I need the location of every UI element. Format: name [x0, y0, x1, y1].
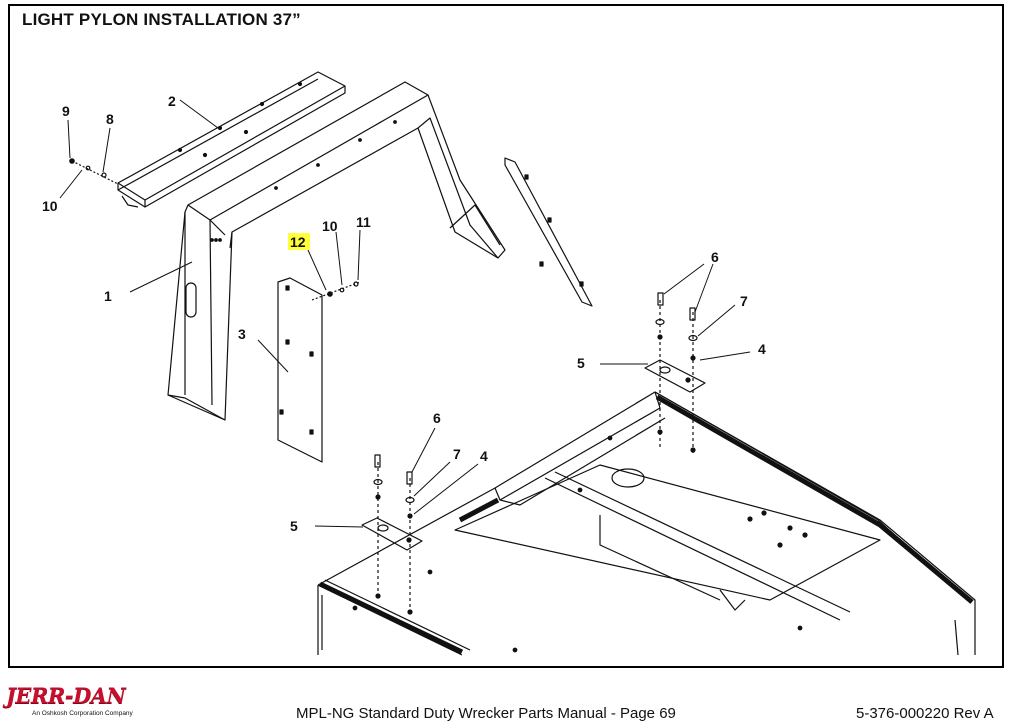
callout-9: 9	[62, 103, 70, 119]
footer-page-info: MPL-NG Standard Duty Wrecker Parts Manua…	[296, 705, 676, 722]
callout-4-left: 4	[480, 448, 488, 464]
hardware-small-upper	[69, 158, 119, 185]
callout-2: 2	[168, 93, 176, 109]
channel-bracket-part	[117, 71, 346, 208]
page-title: LIGHT PYLON INSTALLATION 37”	[22, 10, 301, 29]
drawing-frame	[8, 4, 1004, 668]
callout-3: 3	[238, 326, 246, 342]
brand-subtitle: An Oshkosh Corporation Company	[32, 710, 133, 717]
callout-6-right: 6	[711, 249, 719, 265]
mount-plate-right-part	[644, 292, 706, 455]
callout-6-left: 6	[433, 410, 441, 426]
callout-5-left: 5	[290, 518, 298, 534]
jerr-dan-logo: JERR-DAN An Oshkosh Corporation Company	[6, 683, 166, 723]
hardware-small-center	[311, 281, 361, 301]
mount-plate-left-part	[361, 454, 423, 615]
callout-10-upper: 10	[42, 198, 58, 214]
exploded-diagram: 1 2 3 4 4 5 5 6 6 7 7 8 9 10 10 11 12	[42, 71, 976, 656]
callout-5-right: 5	[577, 355, 585, 371]
callout-7-left: 7	[453, 446, 461, 462]
leader-lines	[59, 99, 751, 528]
side-panel-left-part	[277, 277, 323, 463]
callout-1: 1	[104, 288, 112, 304]
side-panel-right-part	[504, 157, 593, 307]
callout-8: 8	[106, 111, 114, 127]
callout-highlight	[288, 233, 310, 250]
light-pylon-arch-part	[167, 81, 506, 421]
footer-doc-number: 5-376-000220 Rev A	[856, 705, 994, 722]
callout-11: 11	[356, 214, 371, 230]
callout-10-center: 10	[322, 218, 338, 234]
callout-12: 12	[290, 234, 306, 250]
callout-7-right: 7	[740, 293, 748, 309]
brand-name: JERR-DAN	[6, 683, 126, 708]
callout-4-right: 4	[758, 341, 766, 357]
